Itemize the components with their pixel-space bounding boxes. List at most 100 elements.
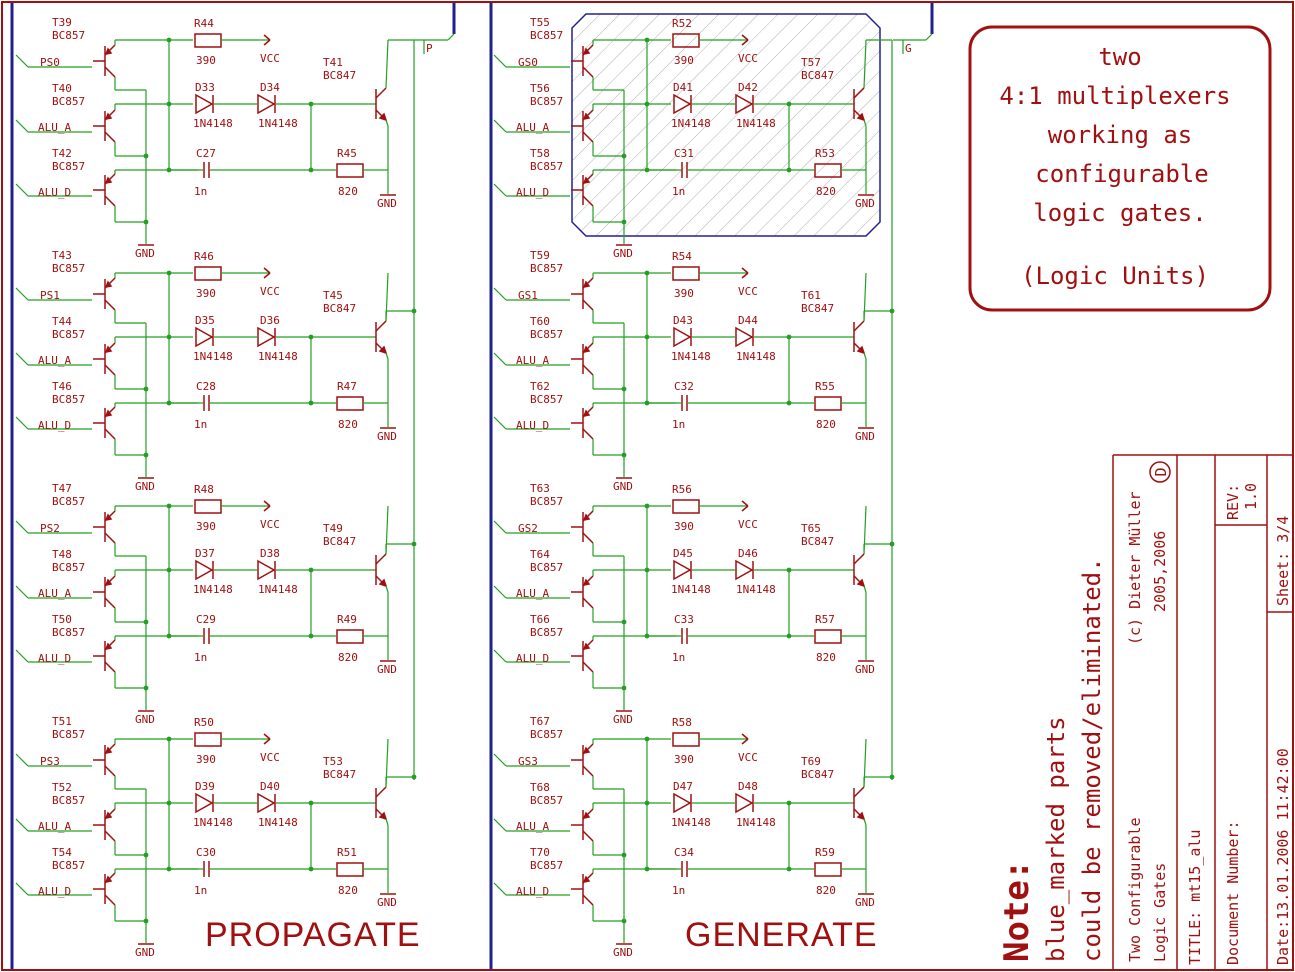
transistor-arrow bbox=[104, 47, 113, 56]
diode-triangle bbox=[673, 559, 692, 581]
input-label-bot: ALU_D bbox=[38, 885, 71, 898]
transistor-value: BC857 bbox=[52, 859, 85, 872]
diode-triangle bbox=[257, 93, 276, 115]
input-label-mid: ALU_A bbox=[516, 587, 549, 600]
junction-dot bbox=[621, 619, 627, 625]
transistor-arrow bbox=[856, 811, 866, 821]
diode-value: 1N4148 bbox=[193, 350, 233, 363]
rev-label: REV: bbox=[1224, 484, 1242, 520]
note-heading: Note: bbox=[997, 860, 1037, 962]
input-stub bbox=[15, 818, 29, 832]
vcc-arrow bbox=[263, 34, 271, 41]
vcc-arrow bbox=[741, 505, 749, 512]
junction-dot bbox=[411, 774, 417, 780]
input-label-top: GS3 bbox=[518, 755, 538, 768]
input-stub bbox=[15, 585, 29, 599]
diode-label: D48 bbox=[738, 780, 758, 793]
capacitor-value: 1n bbox=[672, 185, 685, 198]
transistor-value: BC857 bbox=[52, 160, 85, 173]
diode-label: D34 bbox=[260, 81, 280, 94]
vcc-arrow bbox=[263, 738, 271, 745]
capacitor-label: C32 bbox=[674, 380, 694, 393]
input-stub bbox=[493, 287, 507, 301]
resistor-label: R54 bbox=[672, 250, 692, 263]
junction-dot bbox=[786, 800, 792, 806]
diode-label: D36 bbox=[260, 314, 280, 327]
gnd-label: GND bbox=[135, 946, 155, 959]
transistor-collector bbox=[582, 894, 594, 906]
transistor-value: BC857 bbox=[52, 95, 85, 108]
transistor-value: BC857 bbox=[530, 495, 563, 508]
capacitor-label: C34 bbox=[674, 846, 694, 859]
resistor-label: R49 bbox=[337, 613, 357, 626]
capacitor-value: 1n bbox=[194, 651, 207, 664]
block-generate-1: GS1ALU_AALU_DT59BC857T60BC857T62BC857GND… bbox=[493, 249, 895, 493]
resistor-value: 820 bbox=[338, 651, 358, 664]
gnd-label: GND bbox=[613, 946, 633, 959]
diode-label: D44 bbox=[738, 314, 758, 327]
transistor-collector bbox=[582, 66, 594, 78]
transistor-arrow bbox=[104, 513, 113, 522]
junction-dot bbox=[308, 334, 314, 340]
transistor-label: T63 bbox=[530, 482, 550, 495]
transistor-value: BC847 bbox=[323, 69, 356, 82]
blue-marked-region bbox=[571, 13, 881, 237]
junction-dot bbox=[308, 167, 314, 173]
transistor-value: BC847 bbox=[323, 302, 356, 315]
transistor-label: T64 bbox=[530, 548, 550, 561]
transistor-collector bbox=[582, 364, 594, 376]
resistor-label: R44 bbox=[194, 17, 214, 30]
diode-label: D43 bbox=[673, 314, 693, 327]
junction-dot bbox=[143, 386, 149, 392]
input-label-top: PS0 bbox=[40, 56, 60, 69]
date: Date:13.01.2006 11:42:00 bbox=[1274, 748, 1292, 965]
diode-triangle bbox=[257, 792, 276, 814]
diode-value: 1N4148 bbox=[736, 117, 776, 130]
resistor-body bbox=[194, 33, 222, 48]
junction-dot bbox=[644, 37, 650, 43]
vcc-arrow bbox=[741, 738, 749, 745]
transistor-collector bbox=[582, 299, 594, 311]
resistor-label: R55 bbox=[815, 380, 835, 393]
input-stub bbox=[15, 753, 29, 767]
transistor-arrow bbox=[378, 345, 388, 355]
vcc-label: VCC bbox=[738, 518, 758, 531]
resistor-value: 390 bbox=[196, 753, 216, 766]
transistor-arrow bbox=[582, 47, 591, 56]
transistor-collector bbox=[853, 320, 865, 332]
transistor-value: BC857 bbox=[52, 393, 85, 406]
title: TITLE: mt15_alu bbox=[1186, 830, 1204, 965]
transistor-arrow bbox=[104, 875, 113, 884]
junction-dot bbox=[411, 541, 417, 547]
input-label-bot: ALU_D bbox=[38, 186, 71, 199]
info-line-1: two bbox=[1098, 43, 1141, 71]
transistor-arrow bbox=[582, 746, 591, 755]
transistor-label: T46 bbox=[52, 380, 72, 393]
wire bbox=[385, 818, 389, 826]
junction-dot bbox=[621, 918, 627, 924]
transistor-collector bbox=[104, 765, 116, 777]
transistor-arrow bbox=[104, 112, 113, 121]
capacitor-label: C28 bbox=[196, 380, 216, 393]
transistor-label: T65 bbox=[801, 522, 821, 535]
transistor-collector bbox=[582, 532, 594, 544]
vcc-label: VCC bbox=[260, 52, 280, 65]
resistor-body bbox=[814, 862, 842, 877]
vcc-arrow bbox=[741, 267, 749, 274]
transistor-label: T40 bbox=[52, 82, 72, 95]
transistor-value: BC857 bbox=[530, 393, 563, 406]
transistor-arrow bbox=[378, 112, 388, 122]
transistor-label: T57 bbox=[801, 56, 821, 69]
input-stub bbox=[15, 649, 29, 663]
transistor-arrow bbox=[582, 280, 591, 289]
transistor-label: T42 bbox=[52, 147, 72, 160]
diode-value: 1N4148 bbox=[193, 816, 233, 829]
diode-value: 1N4148 bbox=[671, 117, 711, 130]
junction-dot bbox=[166, 736, 172, 742]
diode-triangle bbox=[673, 792, 692, 814]
info-line-5: logic gates. bbox=[1033, 199, 1206, 227]
resistor-label: R56 bbox=[672, 483, 692, 496]
sheet: Sheet: 3/4 bbox=[1274, 516, 1292, 606]
transistor-label: T45 bbox=[323, 289, 343, 302]
transistor-collector bbox=[582, 597, 594, 609]
